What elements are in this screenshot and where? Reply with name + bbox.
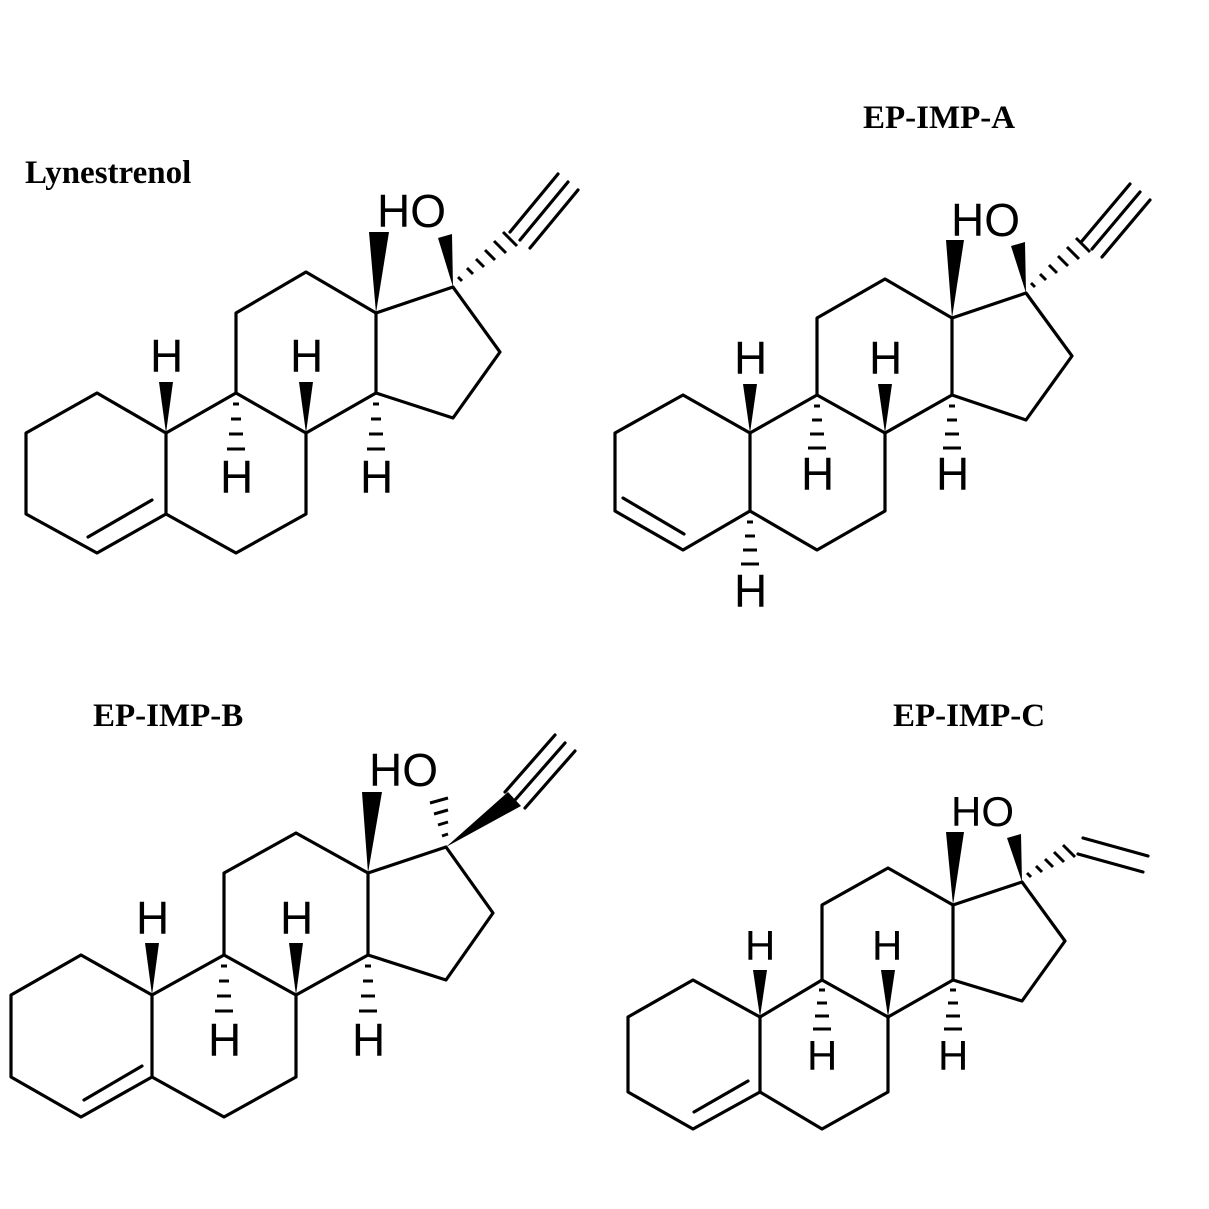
hashed-bond — [429, 796, 449, 838]
ring-b — [164, 391, 308, 555]
hydroxyl-label: HO — [951, 788, 1014, 835]
hashed-bond — [741, 520, 759, 566]
hydrogen-label: H — [745, 922, 775, 969]
hashed-bond — [808, 404, 826, 450]
hydrogen-label: H — [220, 451, 253, 503]
hashed-bond — [944, 988, 962, 1031]
hashed-bond — [367, 402, 385, 451]
double-bond-line — [82, 1064, 144, 1102]
wedge-bond — [438, 234, 453, 287]
hydrogen-label: H — [801, 448, 834, 500]
ring-b — [150, 953, 298, 1119]
ring-d — [950, 291, 1074, 422]
molecule-name: EP-IMP-C — [893, 698, 1045, 734]
vinyl-bond — [1081, 836, 1150, 858]
ethynyl-bond — [1090, 190, 1142, 251]
ring-b — [758, 978, 890, 1131]
ring-c — [222, 831, 370, 997]
wedge-bond — [299, 382, 313, 433]
ethynyl-bond — [518, 180, 570, 242]
molecule-ep-imp-b: EP-IMP-B HO — [9, 698, 577, 1119]
wedge-bond — [362, 792, 382, 873]
hydrogen-label: H — [938, 1032, 968, 1079]
ring-a — [626, 978, 762, 1131]
double-bond-line — [692, 1079, 750, 1114]
hydroxyl-label: HO — [369, 744, 438, 796]
wedge-bond — [753, 970, 767, 1017]
hashed-bond — [1029, 236, 1092, 289]
hydrogen-label: H — [352, 1014, 385, 1066]
ring-a — [9, 953, 154, 1119]
molecule-ep-imp-a: EP-IMP-A — [613, 100, 1152, 617]
hashed-bond — [456, 230, 519, 283]
ring-d — [374, 285, 502, 420]
hydrogen-label: H — [734, 565, 767, 617]
wedge-bond — [446, 792, 521, 847]
hydrogen-label: H — [872, 922, 902, 969]
ring-a — [613, 393, 752, 552]
ring-b — [748, 393, 887, 552]
wedge-bond — [1011, 242, 1026, 293]
double-bond-line — [621, 496, 686, 536]
molecule-ep-imp-c: EP-IMP-C HO — [626, 698, 1150, 1131]
molecule-name: EP-IMP-A — [863, 100, 1015, 136]
hydrogen-label: H — [150, 330, 183, 382]
wedge-bond — [1007, 834, 1022, 882]
hydrogen-label: H — [280, 892, 313, 944]
hashed-bond — [215, 964, 233, 1013]
wedge-bond — [159, 382, 173, 433]
ring-d — [366, 845, 495, 982]
molecule-name: EP-IMP-B — [93, 698, 243, 734]
wedge-bond — [743, 384, 757, 433]
wedge-bond — [881, 970, 895, 1017]
wedge-bond — [946, 240, 964, 318]
hydrogen-label: H — [807, 1032, 837, 1079]
double-bond-line — [86, 498, 154, 539]
ring-d — [951, 880, 1067, 1003]
hydrogen-label: H — [136, 892, 169, 944]
ring-c — [820, 866, 955, 1019]
wedge-bond — [878, 384, 892, 433]
hydroxyl-label: HO — [951, 194, 1020, 246]
hashed-bond — [943, 404, 961, 450]
hydrogen-label: H — [734, 332, 767, 384]
molecule-lynestrenol: Lynestrenol — [24, 155, 580, 555]
wedge-bond — [289, 943, 303, 995]
hashed-bond — [813, 988, 831, 1031]
hydrogen-label: H — [869, 332, 902, 384]
hydrogen-label: H — [290, 330, 323, 382]
wedge-bond — [946, 832, 964, 905]
ring-c — [815, 277, 954, 435]
hydrogen-label: H — [936, 448, 969, 500]
ring-c — [234, 270, 378, 435]
hashed-bond — [227, 402, 245, 451]
ethynyl-bond — [513, 741, 567, 802]
wedge-bond — [145, 943, 159, 995]
ring-a — [24, 391, 168, 555]
hashed-bond — [359, 964, 377, 1013]
wedge-bond — [369, 232, 389, 313]
hydrogen-label: H — [360, 451, 393, 503]
molecule-name: Lynestrenol — [25, 155, 191, 191]
hydrogen-label: H — [208, 1014, 241, 1066]
hydroxyl-label: HO — [377, 185, 446, 237]
hashed-bond — [1025, 843, 1077, 879]
